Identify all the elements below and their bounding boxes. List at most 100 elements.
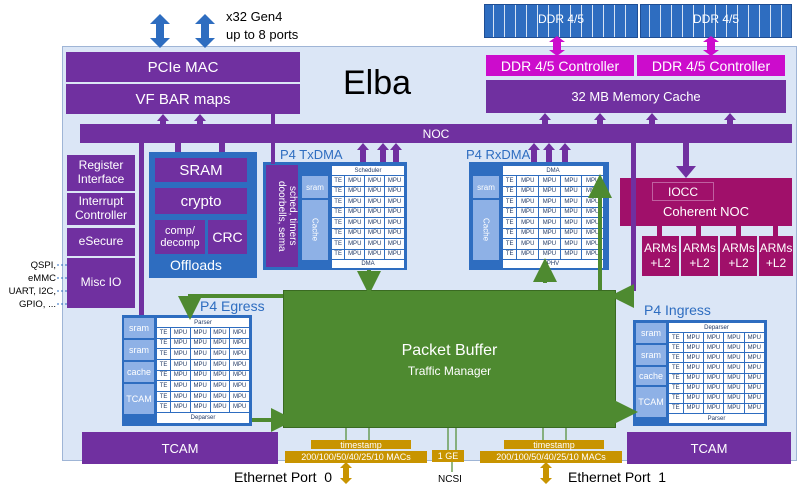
ingress-title: P4 Ingress (644, 302, 711, 318)
eth-port-1-label: Ethernet Port 1 (568, 469, 667, 485)
te-cell: TE (332, 249, 345, 259)
mpu-cell: MPU (744, 383, 764, 393)
mpu-cell: MPU (171, 349, 190, 359)
ingress-sram-2: sram (636, 345, 666, 365)
sram-block: SRAM (155, 158, 247, 182)
tx-dma-bar: DMA (332, 260, 404, 268)
ddr-pin-divider (603, 5, 604, 37)
mpu-cell: MPU (724, 353, 744, 363)
ddr-pin-divider (693, 5, 694, 37)
ddr-pin-divider (526, 5, 527, 37)
tcam-right-label: TCAM (690, 440, 728, 456)
egress-sram-label: sram (129, 323, 149, 333)
ingress-tcam-label: TCAM (638, 397, 664, 407)
memory-cache-label: 32 MB Memory Cache (571, 89, 701, 104)
mpu-cell: MPU (210, 391, 230, 402)
mpu-cell: MPU (517, 207, 539, 217)
egress-sram-label: sram (129, 345, 149, 355)
mpu-cell: MPU (365, 218, 385, 228)
mpu-cell: MPU (560, 218, 582, 228)
mpu-cell: MPU (703, 383, 724, 393)
arms-block: ARMs +L2 (681, 236, 718, 276)
data-flow-arrows (178, 174, 638, 432)
mpu-cell: MPU (171, 338, 190, 349)
mpu-cell: MPU (190, 381, 210, 391)
mpu-cell: MPU (724, 363, 744, 373)
mpu-cell: MPU (385, 249, 404, 259)
mpu-cell: MPU (345, 197, 365, 207)
mpu-cell: MPU (171, 391, 190, 402)
te-cell: TE (503, 207, 517, 217)
mpu-cell: MPU (385, 186, 404, 196)
mpu-cell: MPU (560, 239, 582, 249)
ingress-sram-1: sram (636, 323, 666, 343)
mpu-cell: MPU (345, 228, 365, 238)
packet-buffer-block (283, 290, 616, 428)
mpu-cell: MPU (190, 338, 210, 349)
mpu-cell: MPU (230, 370, 249, 381)
mpu-cell: MPU (385, 239, 404, 249)
ingress-deparser-bar: Deparser (669, 323, 764, 332)
egress-parser-bar: Parser (157, 318, 249, 327)
mpu-cell: MPU (683, 353, 703, 363)
mpu-cell: MPU (190, 328, 210, 338)
mpu-cell: MPU (724, 383, 744, 393)
mpu-cell: MPU (560, 228, 582, 238)
egress-sram-2: sram (124, 340, 154, 360)
ddr-ctrl-right-label: DDR 4/5 Controller (651, 57, 771, 74)
arms-label: ARMs +L2 (722, 241, 755, 270)
interrupt-controller-label: Interrupt Controller (74, 194, 128, 222)
mpu-cell: MPU (582, 249, 603, 259)
mpu-cell: MPU (724, 393, 744, 403)
mpu-cell: MPU (230, 391, 249, 402)
noc-label: NOC (422, 126, 450, 141)
te-cell: TE (669, 373, 683, 383)
te-cell: TE (503, 218, 517, 228)
mpu-cell: MPU (683, 343, 703, 353)
te-cell: TE (669, 333, 683, 343)
pcie-ports-line2: up to 8 ports (226, 27, 299, 42)
rx-dma-title: P4 RxDMA (466, 147, 531, 162)
ddr-pin-divider (682, 5, 683, 37)
mpu-cell: MPU (210, 370, 230, 381)
te-cell: TE (669, 353, 683, 363)
timestamp-left-label: timestamp (340, 439, 382, 450)
pcie-arrows (150, 14, 215, 48)
rx-sram-block: sram (473, 176, 499, 198)
mpu-cell: MPU (517, 239, 539, 249)
ddr-pin-divider (592, 5, 593, 37)
mpu-cell: MPU (210, 338, 230, 349)
mpu-cell: MPU (385, 218, 404, 228)
mpu-cell: MPU (724, 373, 744, 383)
crc-label: CRC (212, 229, 243, 245)
mpu-cell: MPU (703, 353, 724, 363)
te-cell: TE (157, 370, 171, 381)
mpu-cell: MPU (385, 176, 404, 186)
pcie-ports-line1: x32 Gen4 (226, 9, 283, 24)
misc-io-pin: GPIO, ... (19, 299, 56, 310)
mpu-cell: MPU (683, 403, 703, 413)
tcam-left-block: TCAM (82, 432, 278, 464)
te-cell: TE (503, 197, 517, 207)
ddr-pin-divider (660, 5, 661, 37)
misc-io-lines (57, 264, 67, 305)
ddr-module-left: DDR 4/5 (484, 4, 638, 38)
timestamp-left: timestamp (311, 439, 411, 450)
esecure-label: eSecure (78, 234, 124, 249)
packet-buffer-label: Packet Buffer (401, 342, 498, 359)
egress-cache: cache (124, 362, 154, 382)
ingress-cache: cache (636, 367, 666, 385)
mpu-cell: MPU (517, 228, 539, 238)
misc-io-label: Misc IO (80, 275, 122, 290)
mpu-cell: MPU (171, 370, 190, 381)
mpu-cell: MPU (210, 359, 230, 370)
ddr-pin-divider (625, 5, 626, 37)
macs-right: 200/100/50/40/25/10 MACs (480, 451, 622, 463)
mpu-cell: MPU (365, 239, 385, 249)
mpu-cell: MPU (724, 403, 744, 413)
misc-io-pins: QSPI, eMMC UART, I2C, GPIO, ... (6, 259, 56, 311)
rx-sram-label: sram (477, 182, 495, 192)
